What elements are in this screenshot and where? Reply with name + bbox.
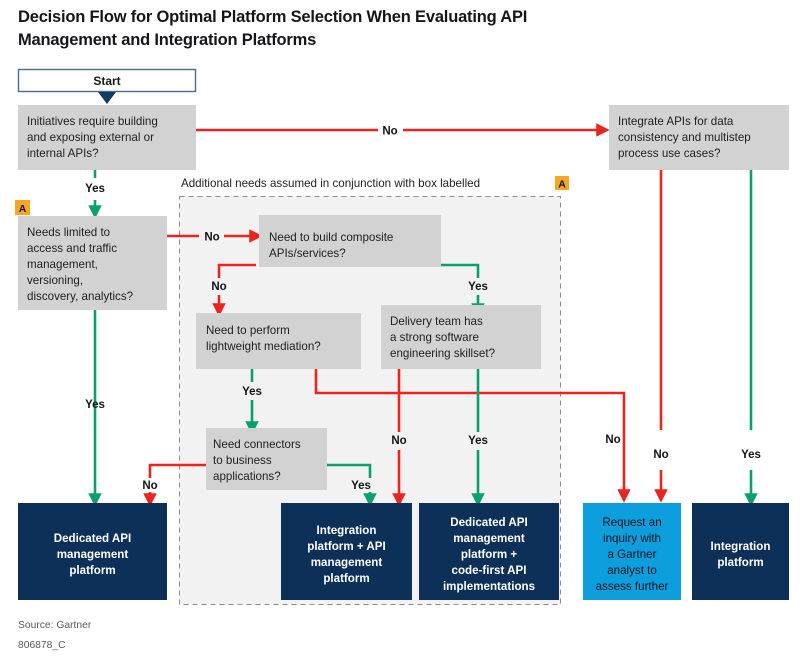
decision-box-q1[interactable]: Initiatives require building and exposin…: [18, 105, 196, 170]
o1-line-1: management: [57, 548, 129, 561]
panel-note-badge-label: A: [558, 179, 566, 191]
badge-a: [15, 200, 30, 215]
o2-line-1: platform + API: [307, 540, 385, 553]
q2-line-3: versioning,: [27, 274, 83, 287]
edge-q7-yes-a: [327, 463, 372, 478]
edge-label-q2-no: No: [204, 232, 219, 244]
q5-line-1: lightweight mediation?: [206, 340, 321, 353]
q5-line-0: Need to perform: [206, 324, 290, 337]
edge-label-q1-no: No: [382, 126, 397, 138]
edge-label-q4-no: No: [211, 281, 226, 293]
edge-q7-no-a: [148, 463, 206, 478]
edge-label-q6-yes: Yes: [468, 435, 488, 447]
o3-line-2: platform +: [461, 548, 518, 561]
o3-line-0: Dedicated API: [450, 516, 528, 529]
q1-line-0: Initiatives require building: [27, 115, 158, 128]
q2-line-1: access and traffic: [27, 242, 117, 255]
edge-label-q4-yes: Yes: [468, 281, 488, 293]
start-arrow-icon: [98, 92, 116, 104]
o5-line-0: Integration: [711, 540, 771, 553]
outcome-box-o2[interactable]: Integration platform + API management pl…: [281, 503, 412, 600]
q2-line-2: management,: [27, 258, 98, 271]
q6-line-1: a strong software: [390, 331, 479, 344]
edge-label-q5-yes: Yes: [242, 386, 262, 398]
q7-line-1: to business: [213, 454, 272, 467]
q2-line-0: Needs limited to: [27, 226, 110, 239]
outcome-box-o1[interactable]: Dedicated API management platform: [18, 503, 167, 600]
o4-line-4: assess further: [596, 580, 669, 593]
o2-line-2: management: [311, 556, 383, 569]
o4-line-3: analyst to: [607, 564, 657, 577]
o1-line-0: Dedicated API: [54, 532, 132, 545]
q3-line-0: Integrate APIs for data: [618, 115, 734, 128]
footer-code: 806878_C: [18, 640, 66, 651]
edge-label-q3-no: No: [653, 449, 668, 461]
decision-box-q6[interactable]: Delivery team has a strong software engi…: [381, 305, 541, 369]
o4-line-2: a Gartner: [608, 548, 657, 561]
edge-label-q7-no: No: [142, 480, 157, 492]
q2-line-4: discovery, analytics?: [27, 290, 134, 303]
q1-line-2: internal APIs?: [27, 147, 99, 160]
q3-line-2: process use cases?: [618, 147, 721, 160]
decision-box-q4[interactable]: Need to build composite APIs/services?: [259, 215, 441, 267]
edge-label-q3-yes: Yes: [741, 449, 761, 461]
start-box: [17, 68, 197, 93]
edge-q5-no: [314, 369, 631, 503]
start-label: Start: [93, 74, 120, 88]
q4-line-1: APIs/services?: [269, 247, 346, 260]
panel-note-label: Additional needs assumed in conjunction …: [181, 177, 480, 190]
q3-line-1: consistency and multistep: [618, 131, 751, 144]
outcome-box-o4[interactable]: Request an inquiry with a Gartner analys…: [583, 503, 681, 600]
o2-line-0: Integration: [317, 524, 377, 537]
o3-line-3: code-first API: [452, 564, 527, 577]
edge-q4-no-a: [217, 263, 256, 278]
outcome-box-o3[interactable]: Dedicated API management platform + code…: [419, 503, 559, 600]
q6-line-2: engineering skillset?: [390, 347, 496, 360]
edge-q4-yes-a: [441, 263, 480, 278]
q4-line-0: Need to build composite: [269, 231, 393, 244]
o2-line-3: platform: [323, 572, 369, 585]
edge-label-q7-yes: Yes: [351, 480, 371, 492]
decision-box-q7[interactable]: Need connectors to business applications…: [206, 428, 327, 490]
decision-box-q5[interactable]: Need to perform lightweight mediation?: [196, 313, 361, 369]
footer-source: Source: Gartner: [18, 620, 92, 631]
edge-label-q6-no: No: [391, 435, 406, 447]
outcome-box-o5[interactable]: Integration platform: [692, 503, 789, 600]
o5-line-1: platform: [717, 556, 763, 569]
o1-line-2: platform: [69, 564, 115, 577]
edge-label-q2-yes: Yes: [85, 399, 105, 411]
o4-line-0: Request an: [602, 516, 661, 529]
edge-label-q5-no: No: [605, 434, 620, 446]
q6-line-0: Delivery team has: [390, 315, 483, 328]
badge-a-label: A: [19, 203, 27, 215]
page-title-line2: Management and Integration Platforms: [18, 31, 316, 49]
panel-note-badge: [555, 176, 569, 190]
o4-line-1: inquiry with: [603, 532, 661, 545]
q7-line-2: applications?: [213, 470, 281, 483]
o3-line-4: implementations: [443, 580, 535, 593]
decision-box-q3[interactable]: Integrate APIs for data consistency and …: [609, 105, 789, 170]
page-title-line1: Decision Flow for Optimal Platform Selec…: [18, 8, 527, 26]
q1-line-1: and exposing external or: [27, 131, 154, 144]
edge-label-q1-yes: Yes: [85, 183, 105, 195]
decision-box-q2[interactable]: Needs limited to access and traffic mana…: [18, 216, 167, 310]
o3-line-1: management: [453, 532, 525, 545]
q7-line-0: Need connectors: [213, 438, 301, 451]
